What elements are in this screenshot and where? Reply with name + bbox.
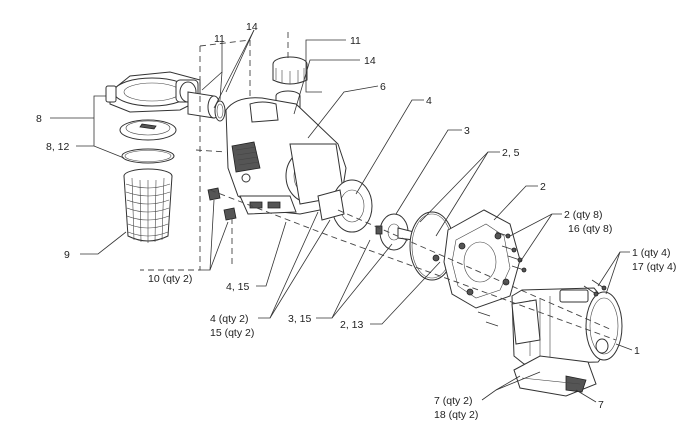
callout-labels: 11 14 11 14 6 4 3 2, 5 2 2 (qty 8) 16 (q… xyxy=(36,21,676,421)
callout-16-qty-8: 16 (qty 8) xyxy=(568,223,612,235)
strainer-cover xyxy=(119,119,177,141)
impeller xyxy=(375,213,415,251)
seal-plate xyxy=(443,209,521,309)
callout-2-top: 2 xyxy=(540,181,546,193)
callout-4-qty-2: 4 (qty 2) xyxy=(210,313,249,325)
pump-housing xyxy=(225,97,347,215)
motor-bolts xyxy=(583,279,607,297)
callout-14-left: 14 xyxy=(246,21,258,33)
callout-3-15: 3, 15 xyxy=(288,313,312,325)
strainer-basket xyxy=(123,168,173,243)
housing-bolts xyxy=(477,231,527,327)
callout-8-12: 8, 12 xyxy=(46,141,70,153)
leader-lines xyxy=(50,29,633,403)
callout-6: 6 xyxy=(380,81,386,93)
callout-15-qty-2: 15 (qty 2) xyxy=(210,327,254,339)
callout-11-right: 11 xyxy=(350,35,361,47)
left-union xyxy=(187,91,226,122)
callout-3-top: 3 xyxy=(464,125,470,137)
callout-14-right: 14 xyxy=(364,55,376,67)
callout-2-13: 2, 13 xyxy=(340,319,364,331)
diffuser xyxy=(317,179,373,233)
motor xyxy=(511,287,623,365)
lid-o-ring xyxy=(121,148,175,164)
strainer-lid xyxy=(105,71,201,113)
strainer-assembly xyxy=(105,71,201,243)
callout-8: 8 xyxy=(36,113,42,125)
drain-plugs xyxy=(207,187,237,221)
callout-4-15: 4, 15 xyxy=(226,281,250,293)
callout-17-qty-4: 17 (qty 4) xyxy=(632,261,676,273)
callout-9: 9 xyxy=(64,249,70,261)
motor-base xyxy=(513,355,597,397)
callout-18-qty-2: 18 (qty 2) xyxy=(434,409,478,421)
callout-11-left: 11 xyxy=(214,33,225,45)
callout-7-qty-2: 7 (qty 2) xyxy=(434,395,473,407)
callout-2-qty-8: 2 (qty 8) xyxy=(564,209,603,221)
callout-2-5: 2, 5 xyxy=(502,147,520,159)
callout-7-right: 7 xyxy=(598,399,604,411)
callout-1: 1 xyxy=(634,345,640,357)
callout-4-top: 4 xyxy=(426,95,432,107)
callout-10-qty-2: 10 (qty 2) xyxy=(148,273,192,285)
callout-1-qty-4: 1 (qty 4) xyxy=(632,247,671,259)
